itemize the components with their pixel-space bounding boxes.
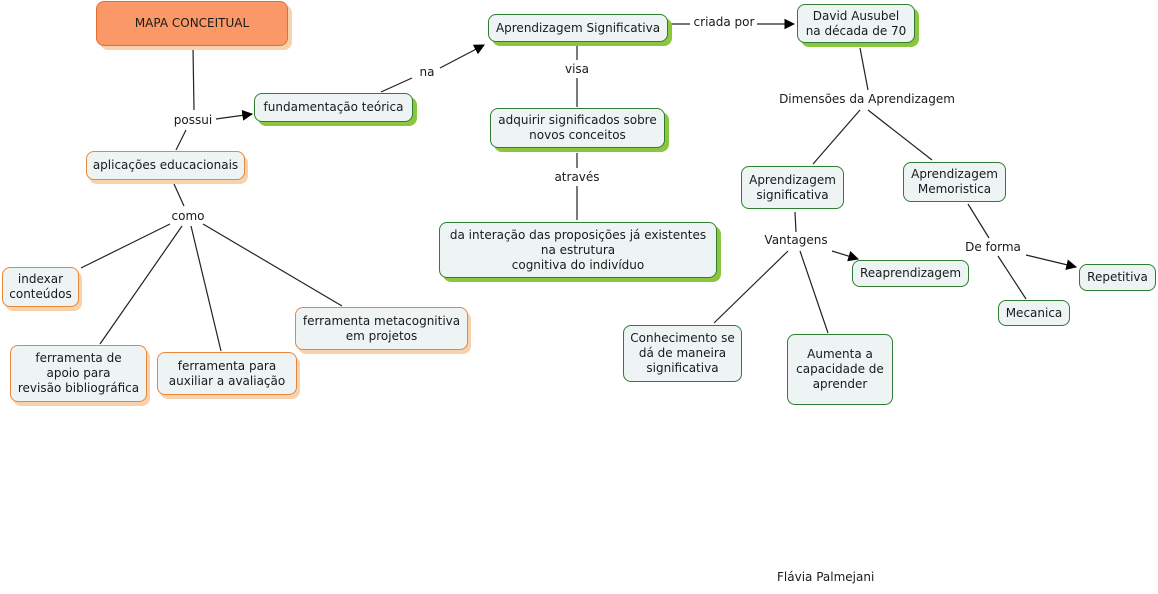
link-vantagens[interactable]: Vantagens (762, 233, 830, 247)
concept-indexar-conteudos[interactable]: indexar conteúdos (2, 267, 79, 307)
edge-vantagens-conhecimento (713, 250, 789, 324)
link-possui[interactable]: possui (171, 113, 215, 127)
concept-aplicacoes-educacionais[interactable]: aplicações educacionais (86, 151, 245, 180)
concept-aprendizagem-memoristica[interactable]: Aprendizagem Memoristica (903, 162, 1006, 202)
concept-reaprendizagem[interactable]: Reaprendizagem (852, 260, 969, 287)
link-atraves[interactable]: através (552, 170, 602, 184)
link-na[interactable]: na (417, 65, 437, 79)
concept-aprendizagem-significativa[interactable]: Aprendizagem Significativa (488, 14, 668, 42)
edge-dimensoes-aprmemor (867, 109, 933, 161)
edge-como-apoio (99, 225, 183, 345)
edge-deforma-mecanica (997, 255, 1027, 300)
edge-como-metacognitiva (202, 223, 343, 307)
link-visa[interactable]: visa (562, 62, 592, 76)
edge-dimensoes-aprsignif (812, 109, 861, 165)
edge-aplicacoes-como (173, 183, 185, 207)
concept-adquirir-significados[interactable]: adquirir significados sobre novos concei… (490, 108, 665, 148)
edge-vantagens-aumenta (799, 250, 829, 334)
edge-deforma-repetitiva (1025, 254, 1078, 270)
concept-mecanica[interactable]: Mecanica (998, 300, 1070, 326)
edge-possui-fundamentacao (215, 109, 254, 121)
concept-ferramenta-apoio-revisao[interactable]: ferramenta de apoio para revisão bibliog… (10, 345, 147, 402)
author-name: Flávia Palmejani (777, 570, 875, 584)
concept-fundamentacao-teorica[interactable]: fundamentação teórica (254, 93, 413, 122)
edge-ausubel-dimensoes (859, 47, 869, 91)
concept-interacao-proposicoes[interactable]: da interação das proposições já existent… (439, 222, 717, 278)
concept-david-ausubel[interactable]: David Ausubel na década de 70 (797, 4, 915, 43)
edge-fund-na (380, 77, 413, 93)
concept-conhecimento-significativa[interactable]: Conhecimento se dá de maneira significat… (623, 325, 742, 382)
link-criada-por[interactable]: criada por (691, 15, 757, 29)
link-de-forma[interactable]: De forma (963, 240, 1023, 254)
concept-mapa-conceitual[interactable]: MAPA CONCEITUAL (96, 1, 288, 46)
edge-na-aprendizagem (439, 44, 485, 69)
concept-aprendizagem-significativa-dim[interactable]: Aprendizagem significativa (741, 166, 844, 209)
concept-ferramenta-metacognitiva[interactable]: ferramenta metacognitiva em projetos (295, 307, 468, 350)
edge-mapa-possui (192, 47, 195, 111)
edge-possui-aplicacoes (175, 129, 187, 151)
concept-ferramenta-avaliacao[interactable]: ferramenta para auxiliar a avaliação (157, 352, 297, 395)
edge-aprsignif-vantagens (794, 211, 797, 233)
link-como[interactable]: como (169, 209, 207, 223)
edge-aprmemor-deforma (967, 203, 990, 239)
concept-repetitiva[interactable]: Repetitiva (1079, 264, 1156, 291)
concept-aumenta-capacidade[interactable]: Aumenta a capacidade de aprender (787, 334, 893, 405)
edge-vantagens-reaprend (831, 250, 860, 262)
edge-como-indexar (80, 223, 171, 269)
link-dimensoes-aprendizagem[interactable]: Dimensões da Aprendizagem (777, 92, 957, 106)
edge-como-avaliacao (190, 225, 222, 352)
